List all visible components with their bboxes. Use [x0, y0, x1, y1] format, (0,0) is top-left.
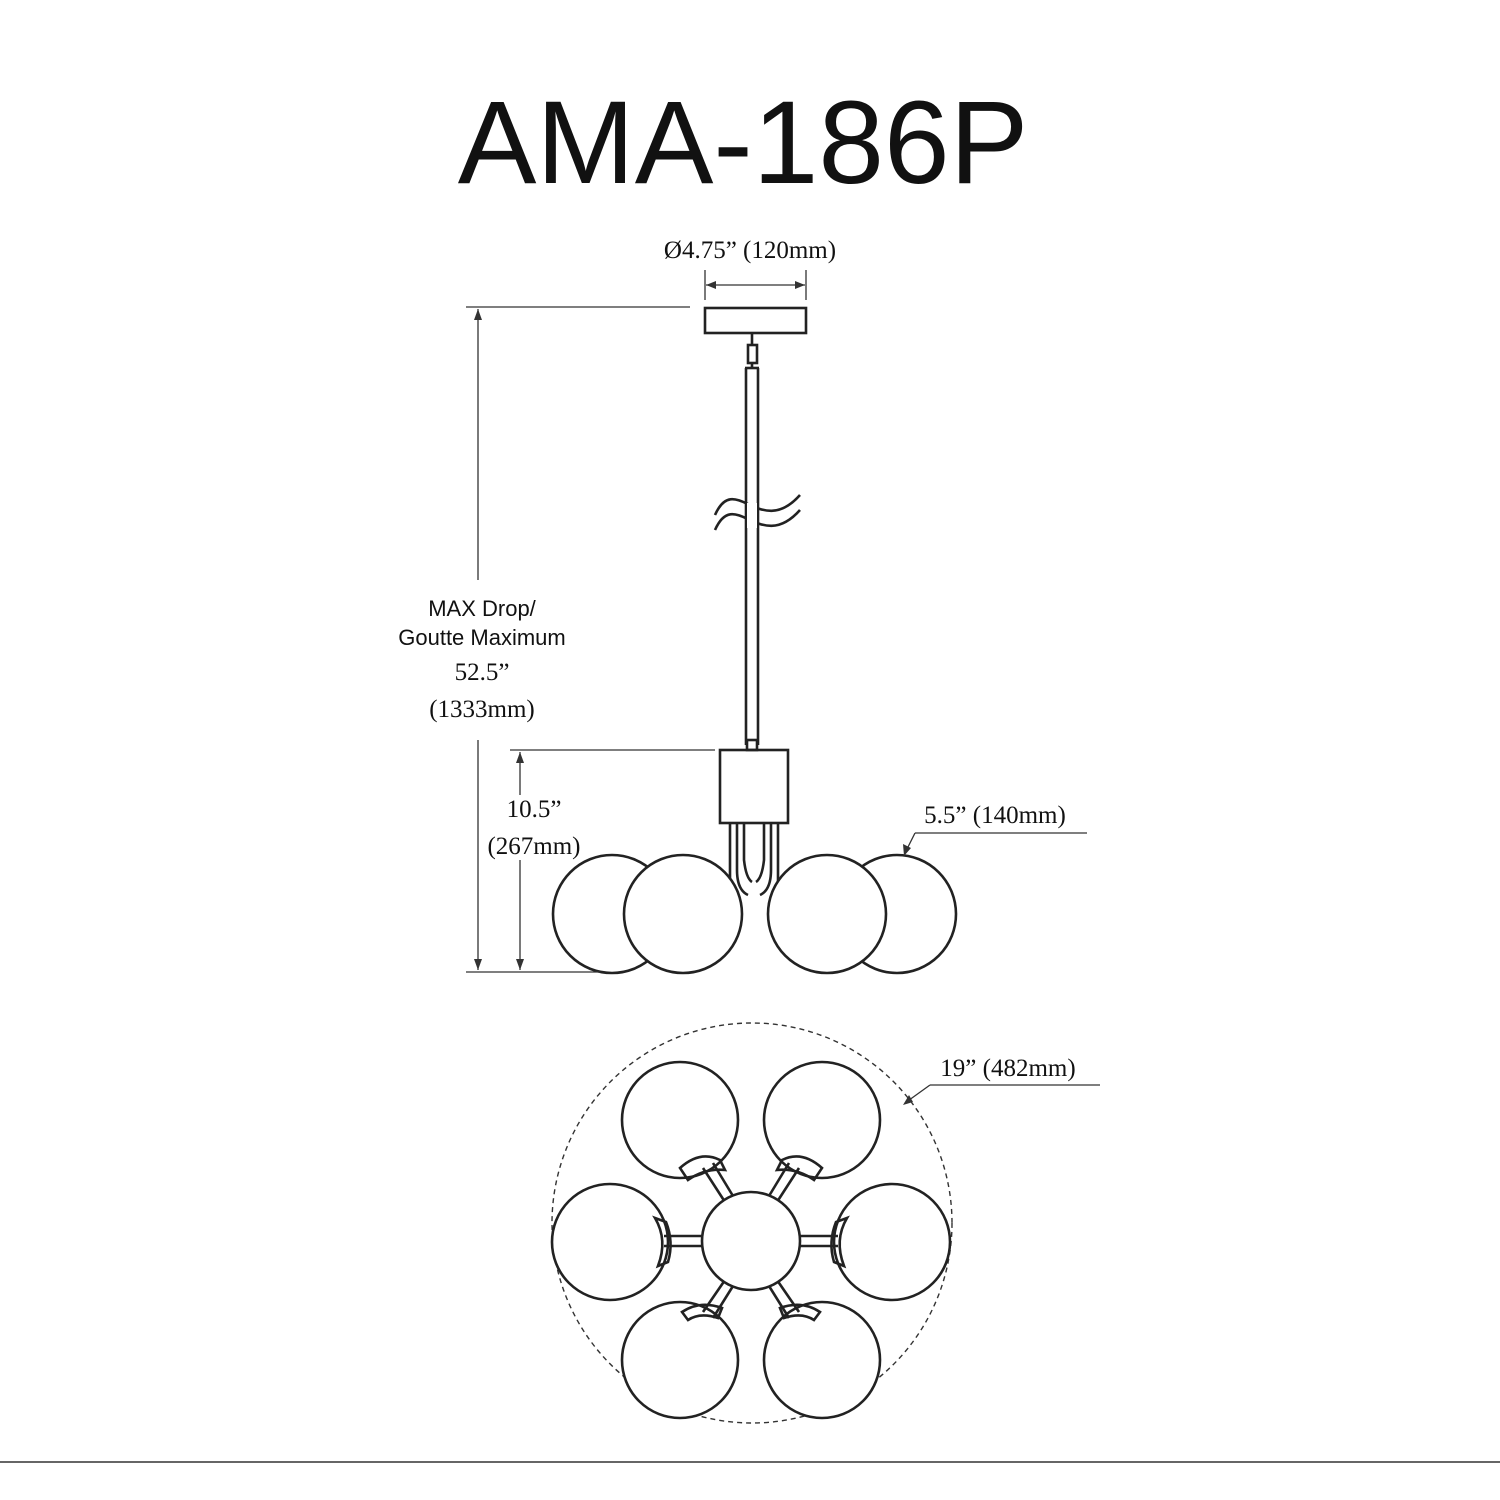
plan-globes	[550, 1060, 952, 1420]
model-title: AMA-186P	[458, 77, 1029, 209]
canopy-diameter-label: Ø4.75” (120mm)	[664, 237, 836, 264]
side-elevation-view: Ø4.75” (120mm)	[398, 237, 1087, 975]
bottom-plan-view: 19” (482mm)	[550, 1022, 1100, 1424]
globe-plan-right	[832, 1182, 952, 1302]
globe-side-3	[766, 853, 888, 975]
globe-side-2	[622, 853, 744, 975]
plan-spokes	[664, 1162, 838, 1319]
plan-center-hub	[700, 1190, 802, 1292]
globe-plan-bottom-left	[620, 1300, 740, 1420]
plan-sockets	[652, 1155, 850, 1322]
canopy	[703, 306, 808, 335]
max-drop-label-line1: MAX Drop/	[428, 596, 536, 621]
fixture-body	[718, 748, 790, 825]
globe-diameter-label: 5.5” (140mm)	[924, 802, 1066, 829]
overall-diameter-circle	[551, 1022, 953, 1424]
max-drop-value: 52.5”	[455, 659, 510, 686]
side-globes	[551, 853, 958, 975]
max-drop-label-line2: Goutte Maximum	[398, 625, 566, 650]
globe-plan-bottom-right	[762, 1300, 882, 1420]
overall-diameter-label: 19” (482mm)	[940, 1055, 1075, 1082]
globe-plan-left	[550, 1182, 670, 1302]
body-height-value: 10.5”	[507, 796, 562, 823]
max-drop-value-mm: (1333mm)	[429, 696, 535, 723]
globe-plan-top-right	[762, 1060, 882, 1180]
globe-plan-top-left	[620, 1060, 740, 1180]
body-height-value-mm: (267mm)	[487, 833, 580, 860]
stem-coupling	[746, 343, 759, 365]
